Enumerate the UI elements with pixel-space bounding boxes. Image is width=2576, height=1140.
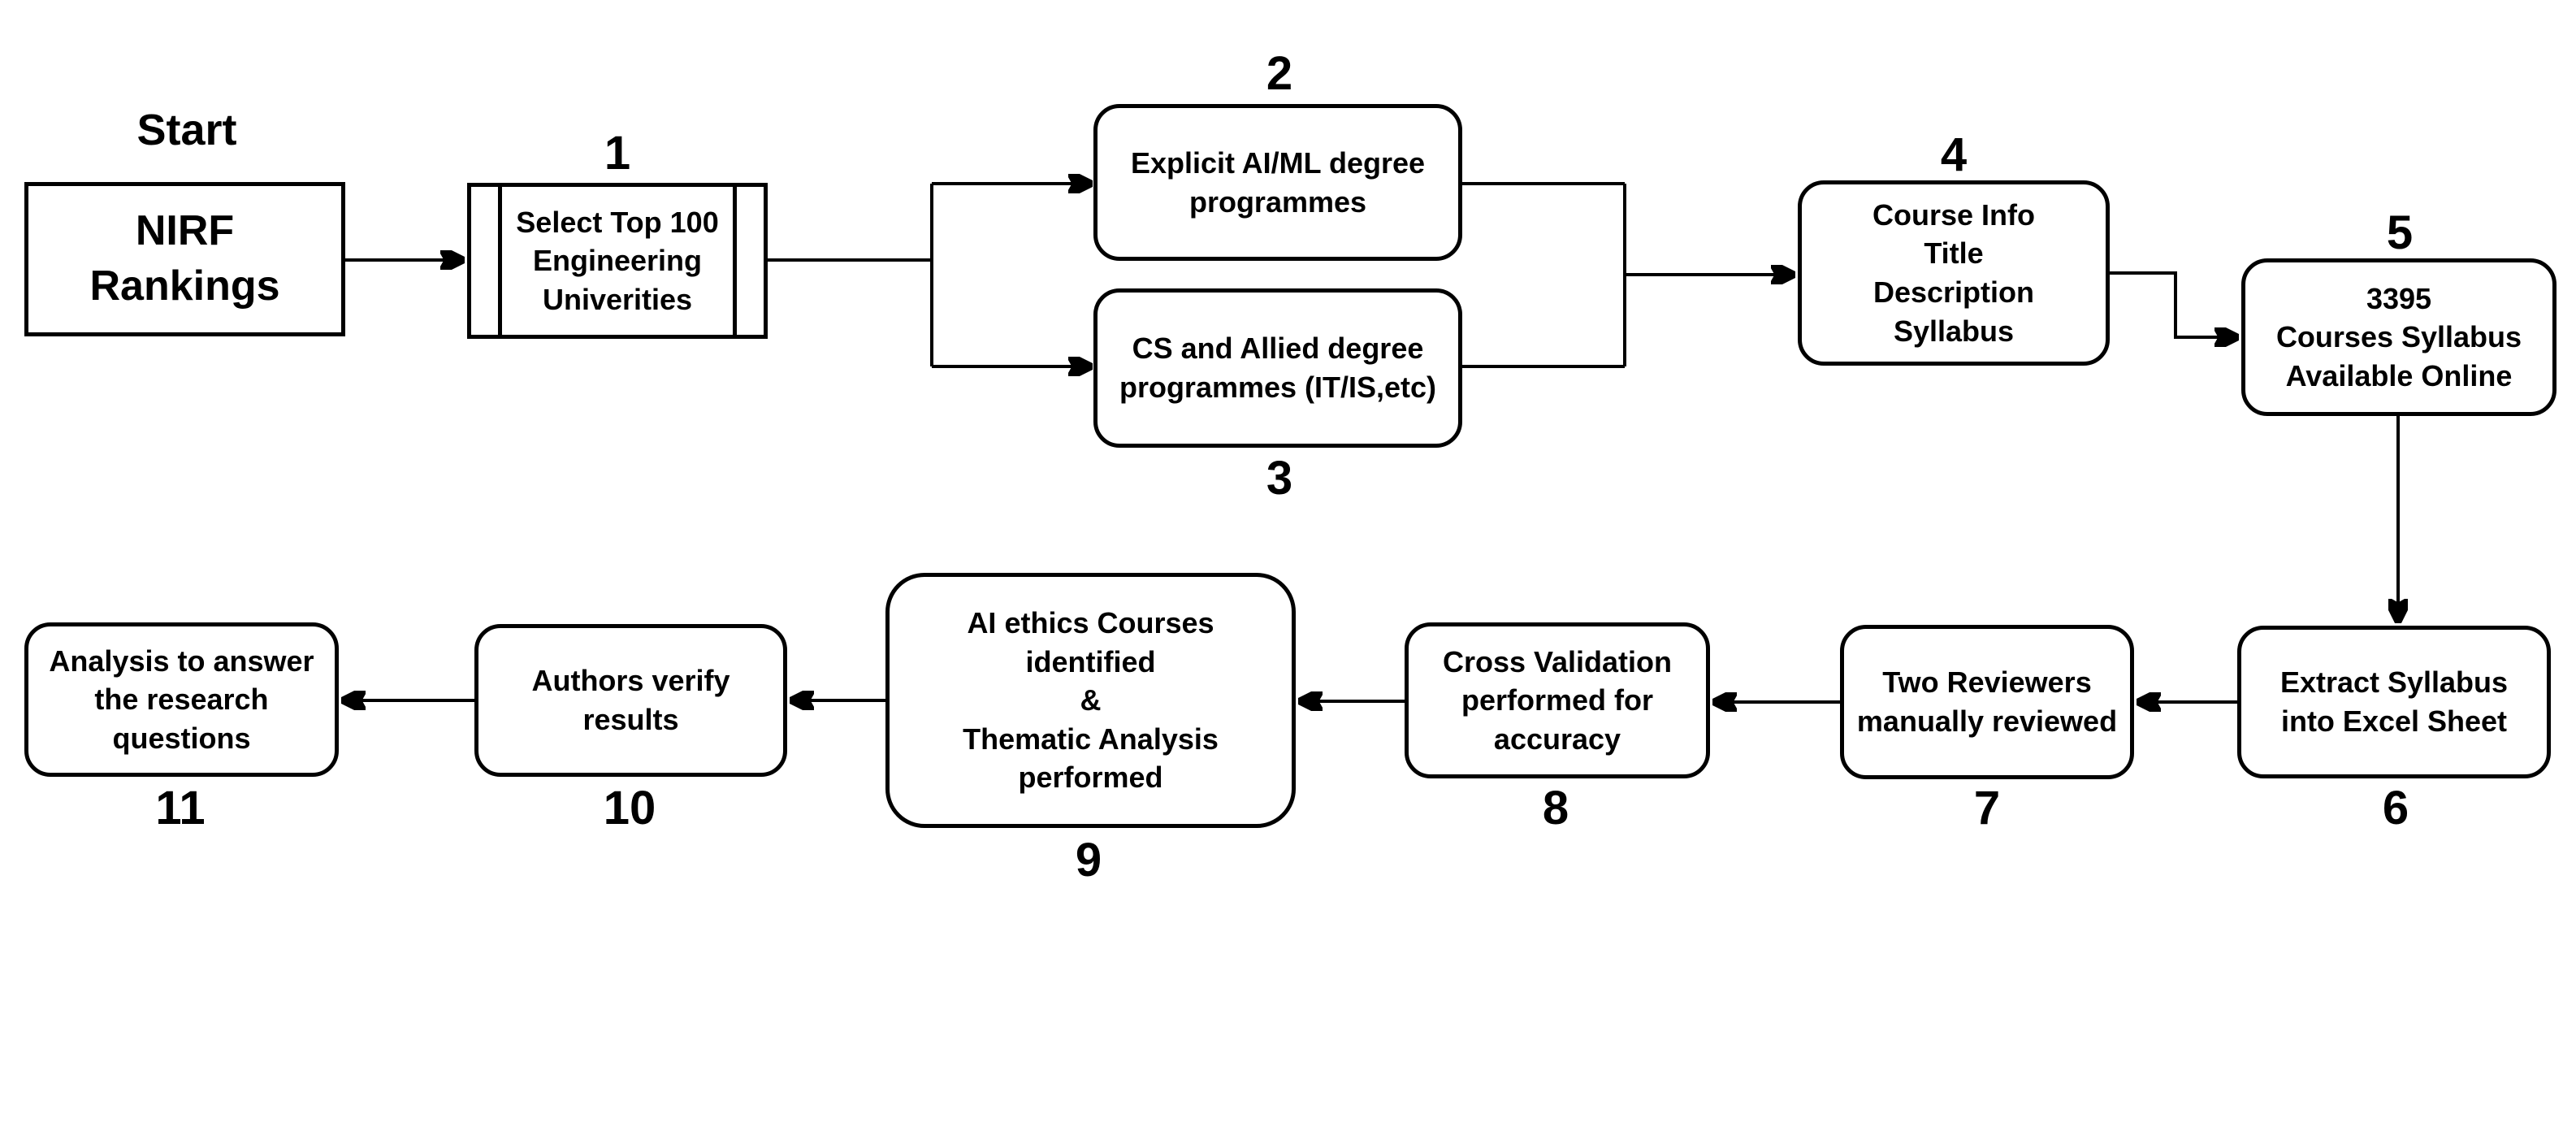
step-number-4: 4 <box>1940 128 1968 181</box>
node-8-label: Cross Validation performed for accuracy <box>1442 644 1673 756</box>
node-11-label: Analysis to answer the research question… <box>49 644 314 755</box>
step-number-10: 10 <box>603 782 656 834</box>
step-number-7: 7 <box>1973 782 2001 834</box>
node-2-explicit-aiml: Explicit AI/ML degree programmes <box>1093 104 1462 261</box>
predefined-process-bar-left <box>498 187 502 335</box>
step-number-9: 9 <box>1075 834 1102 886</box>
node-6-label: Extract Syllabus into Excel Sheet <box>2279 665 2509 738</box>
step-number-5: 5 <box>2386 206 2414 259</box>
step-number-6: 6 <box>2382 782 2409 834</box>
node-nirf-rankings: NIRF Rankings <box>24 182 345 336</box>
node-4-label: Course Info Title Description Syllabus <box>1872 197 2035 348</box>
step-number-1: 1 <box>604 127 631 180</box>
start-label: Start <box>136 106 237 154</box>
predefined-process-bar-right <box>733 187 737 335</box>
node-1-label: Select Top 100 Engineering Univerities <box>516 205 719 316</box>
step-number-11: 11 <box>155 782 206 834</box>
step-number-3: 3 <box>1266 452 1293 505</box>
edge-4-to-5 <box>2110 271 2236 337</box>
node-10-authors-verify: Authors verify results <box>474 624 787 777</box>
step-number-8: 8 <box>1542 782 1569 834</box>
node-10-label: Authors verify results <box>531 664 730 736</box>
node-7-two-reviewers: Two Reviewers manually reviewed <box>1840 625 2134 779</box>
node-9-ai-ethics-thematic: AI ethics Courses identified & Thematic … <box>885 573 1296 828</box>
node-7-label: Two Reviewers manually reviewed <box>1856 665 2118 738</box>
node-2-label: Explicit AI/ML degree programmes <box>1130 145 1426 219</box>
node-nirf-rankings-label: NIRF Rankings <box>89 207 280 310</box>
node-6-extract-syllabus: Extract Syllabus into Excel Sheet <box>2237 626 2551 778</box>
node-3-label: CS and Allied degree programmes (IT/IS,e… <box>1119 332 1437 404</box>
node-3-cs-allied: CS and Allied degree programmes (IT/IS,e… <box>1093 288 1462 448</box>
step-number-2: 2 <box>1266 47 1293 100</box>
node-4-course-info: Course Info Title Description Syllabus <box>1798 180 2110 366</box>
node-5-courses-syllabus: 3395 Courses Syllabus Available Online <box>2241 258 2557 416</box>
node-8-cross-validation: Cross Validation performed for accuracy <box>1405 622 1710 778</box>
node-1-select-top-100: Select Top 100 Engineering Univerities <box>467 183 768 339</box>
node-5-label: 3395 Courses Syllabus Available Online <box>2275 281 2522 392</box>
node-9-label: AI ethics Courses identified & Thematic … <box>963 606 1219 795</box>
node-11-analysis-research: Analysis to answer the research question… <box>24 622 339 777</box>
